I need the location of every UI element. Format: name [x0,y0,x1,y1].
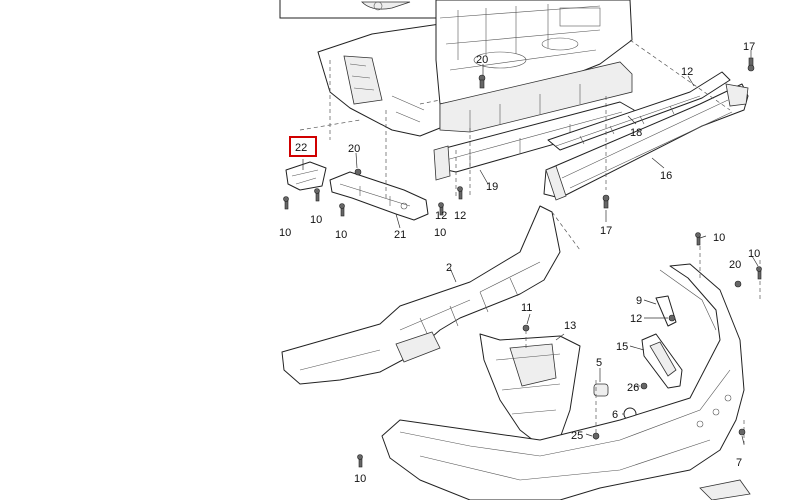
callouts: 17 20 12 18 22 20 19 16 10 10 10 12 21 1… [279,41,760,485]
highlight-frame [289,136,317,157]
part-15-reflector [641,333,683,389]
bolt-17-lower [602,194,610,209]
callout-2: 2 [446,262,452,274]
bolt-12-b [438,202,444,216]
part-13-mount [479,333,581,445]
callout-22: 22 [295,142,307,154]
callout-17: 17 [600,225,612,237]
callout-6: 6 [612,409,618,421]
callout-11: 11 [521,302,532,314]
callout-13: 13 [564,320,576,332]
callout-5: 5 [596,357,602,369]
callout-10: 10 [279,227,291,239]
callout-20: 20 [348,143,360,155]
vehicle-rear-body [299,0,633,137]
leader-lines [302,50,759,445]
callout-26: 26 [627,382,639,394]
bolt-12-c [668,314,676,322]
bolt-20-upper [478,74,486,89]
part-2-diffuser [281,205,561,385]
bumper-cover [381,263,751,500]
part-18-impact-bar [547,71,731,151]
fasteners [283,57,762,468]
callout-10: 10 [335,229,347,241]
inset-frame [279,0,437,19]
callout-10: 10 [434,227,446,239]
callout-10: 10 [354,473,366,485]
bolt-10-c [339,203,345,217]
bolt-20-right [734,280,742,288]
callout-7: 7 [736,457,742,469]
callout-12: 12 [435,210,447,222]
part-22-bracket [285,161,327,191]
bolt-10-e [756,266,762,280]
callout-10: 10 [713,232,725,244]
bolt-10-b [314,188,320,202]
part-21-bracket [329,171,429,221]
callout-12: 12 [630,313,642,325]
bolt-10-f [357,454,363,468]
callout-19: 19 [486,181,498,193]
bolt-10-d [695,232,701,246]
part-9-clip [655,295,677,327]
callout-12: 12 [454,210,466,222]
callout-25: 25 [571,430,583,442]
callout-16: 16 [660,170,672,182]
alignment-lines [329,39,761,446]
callout-18: 18 [630,127,642,139]
callout-20: 20 [476,54,488,66]
bolt-10-a [283,196,289,210]
part-16-absorber [543,83,749,201]
bolt-12-a [457,186,463,200]
callout-10: 10 [748,248,760,260]
callout-12: 12 [681,66,693,78]
bolt-7 [738,428,746,436]
callout-10: 10 [310,214,322,226]
callout-17: 17 [743,41,755,53]
bolt-17-upper [747,57,755,72]
callout-20: 20 [729,259,741,271]
callout-15: 15 [616,341,628,353]
bolt-20-mid [354,168,362,176]
bolt-26 [640,382,648,390]
bolt-11 [522,324,530,332]
bolt-25 [592,432,600,440]
callout-9: 9 [636,295,642,307]
callout-21: 21 [394,229,406,241]
